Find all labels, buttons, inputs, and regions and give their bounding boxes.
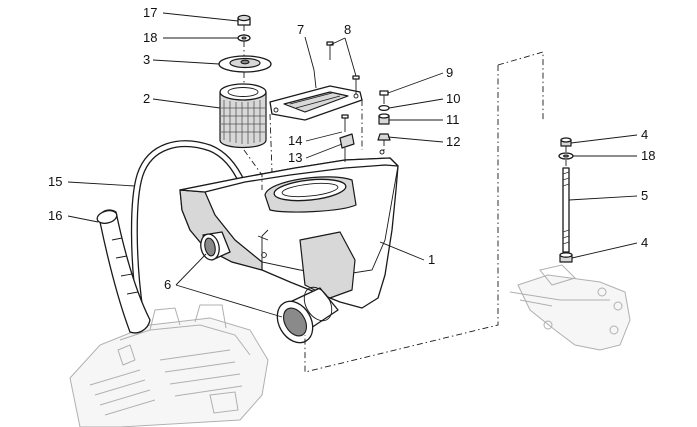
bolt-9 — [379, 90, 389, 104]
air-box-cover — [269, 85, 363, 121]
callout-4-upper: 4 — [641, 127, 648, 142]
washer-10 — [378, 104, 390, 112]
nut-4-upper — [560, 137, 572, 147]
rubber-boot-lower — [276, 286, 339, 344]
screw-14 — [341, 114, 349, 132]
callout-8: 8 — [344, 22, 351, 37]
leader-lines — [67, 12, 638, 318]
filter-lid — [218, 55, 272, 73]
air-filter-cartridge — [219, 83, 267, 149]
callout-1: 1 — [428, 252, 435, 267]
washer-18-right — [558, 152, 574, 160]
callout-17: 17 — [143, 5, 157, 20]
rubber-boot-upper — [200, 231, 231, 261]
callout-14: 14 — [288, 133, 302, 148]
screw-pair — [326, 41, 360, 94]
callout-18-right: 18 — [641, 148, 655, 163]
callout-6: 6 — [164, 277, 171, 292]
nut-4-lower — [559, 252, 573, 263]
callout-16: 16 — [48, 208, 62, 223]
callout-13: 13 — [288, 150, 302, 165]
callout-10: 10 — [446, 91, 460, 106]
washer-top — [237, 34, 251, 42]
breather-tube — [96, 209, 151, 334]
clip-13 — [339, 133, 355, 156]
callout-11: 11 — [446, 112, 460, 127]
spacer-12 — [377, 133, 391, 141]
grommet-11 — [378, 113, 390, 125]
callout-7: 7 — [297, 22, 304, 37]
callout-4-lower: 4 — [641, 235, 648, 250]
callout-5: 5 — [641, 188, 648, 203]
callout-12: 12 — [446, 134, 460, 149]
callout-15: 15 — [48, 174, 62, 189]
nut-top — [237, 14, 251, 26]
engine-ghost — [69, 304, 269, 427]
callout-labels: 17 18 3 2 7 8 9 10 11 12 14 13 15 16 1 6… — [48, 5, 655, 292]
callout-3: 3 — [143, 52, 150, 67]
frame-bracket-ghost — [509, 264, 631, 351]
callout-9: 9 — [446, 65, 453, 80]
callout-2: 2 — [143, 91, 150, 106]
stud-5 — [562, 167, 570, 253]
callout-18-top: 18 — [143, 30, 157, 45]
air-box-body — [179, 149, 399, 309]
assembly-guide-lines — [243, 25, 567, 373]
